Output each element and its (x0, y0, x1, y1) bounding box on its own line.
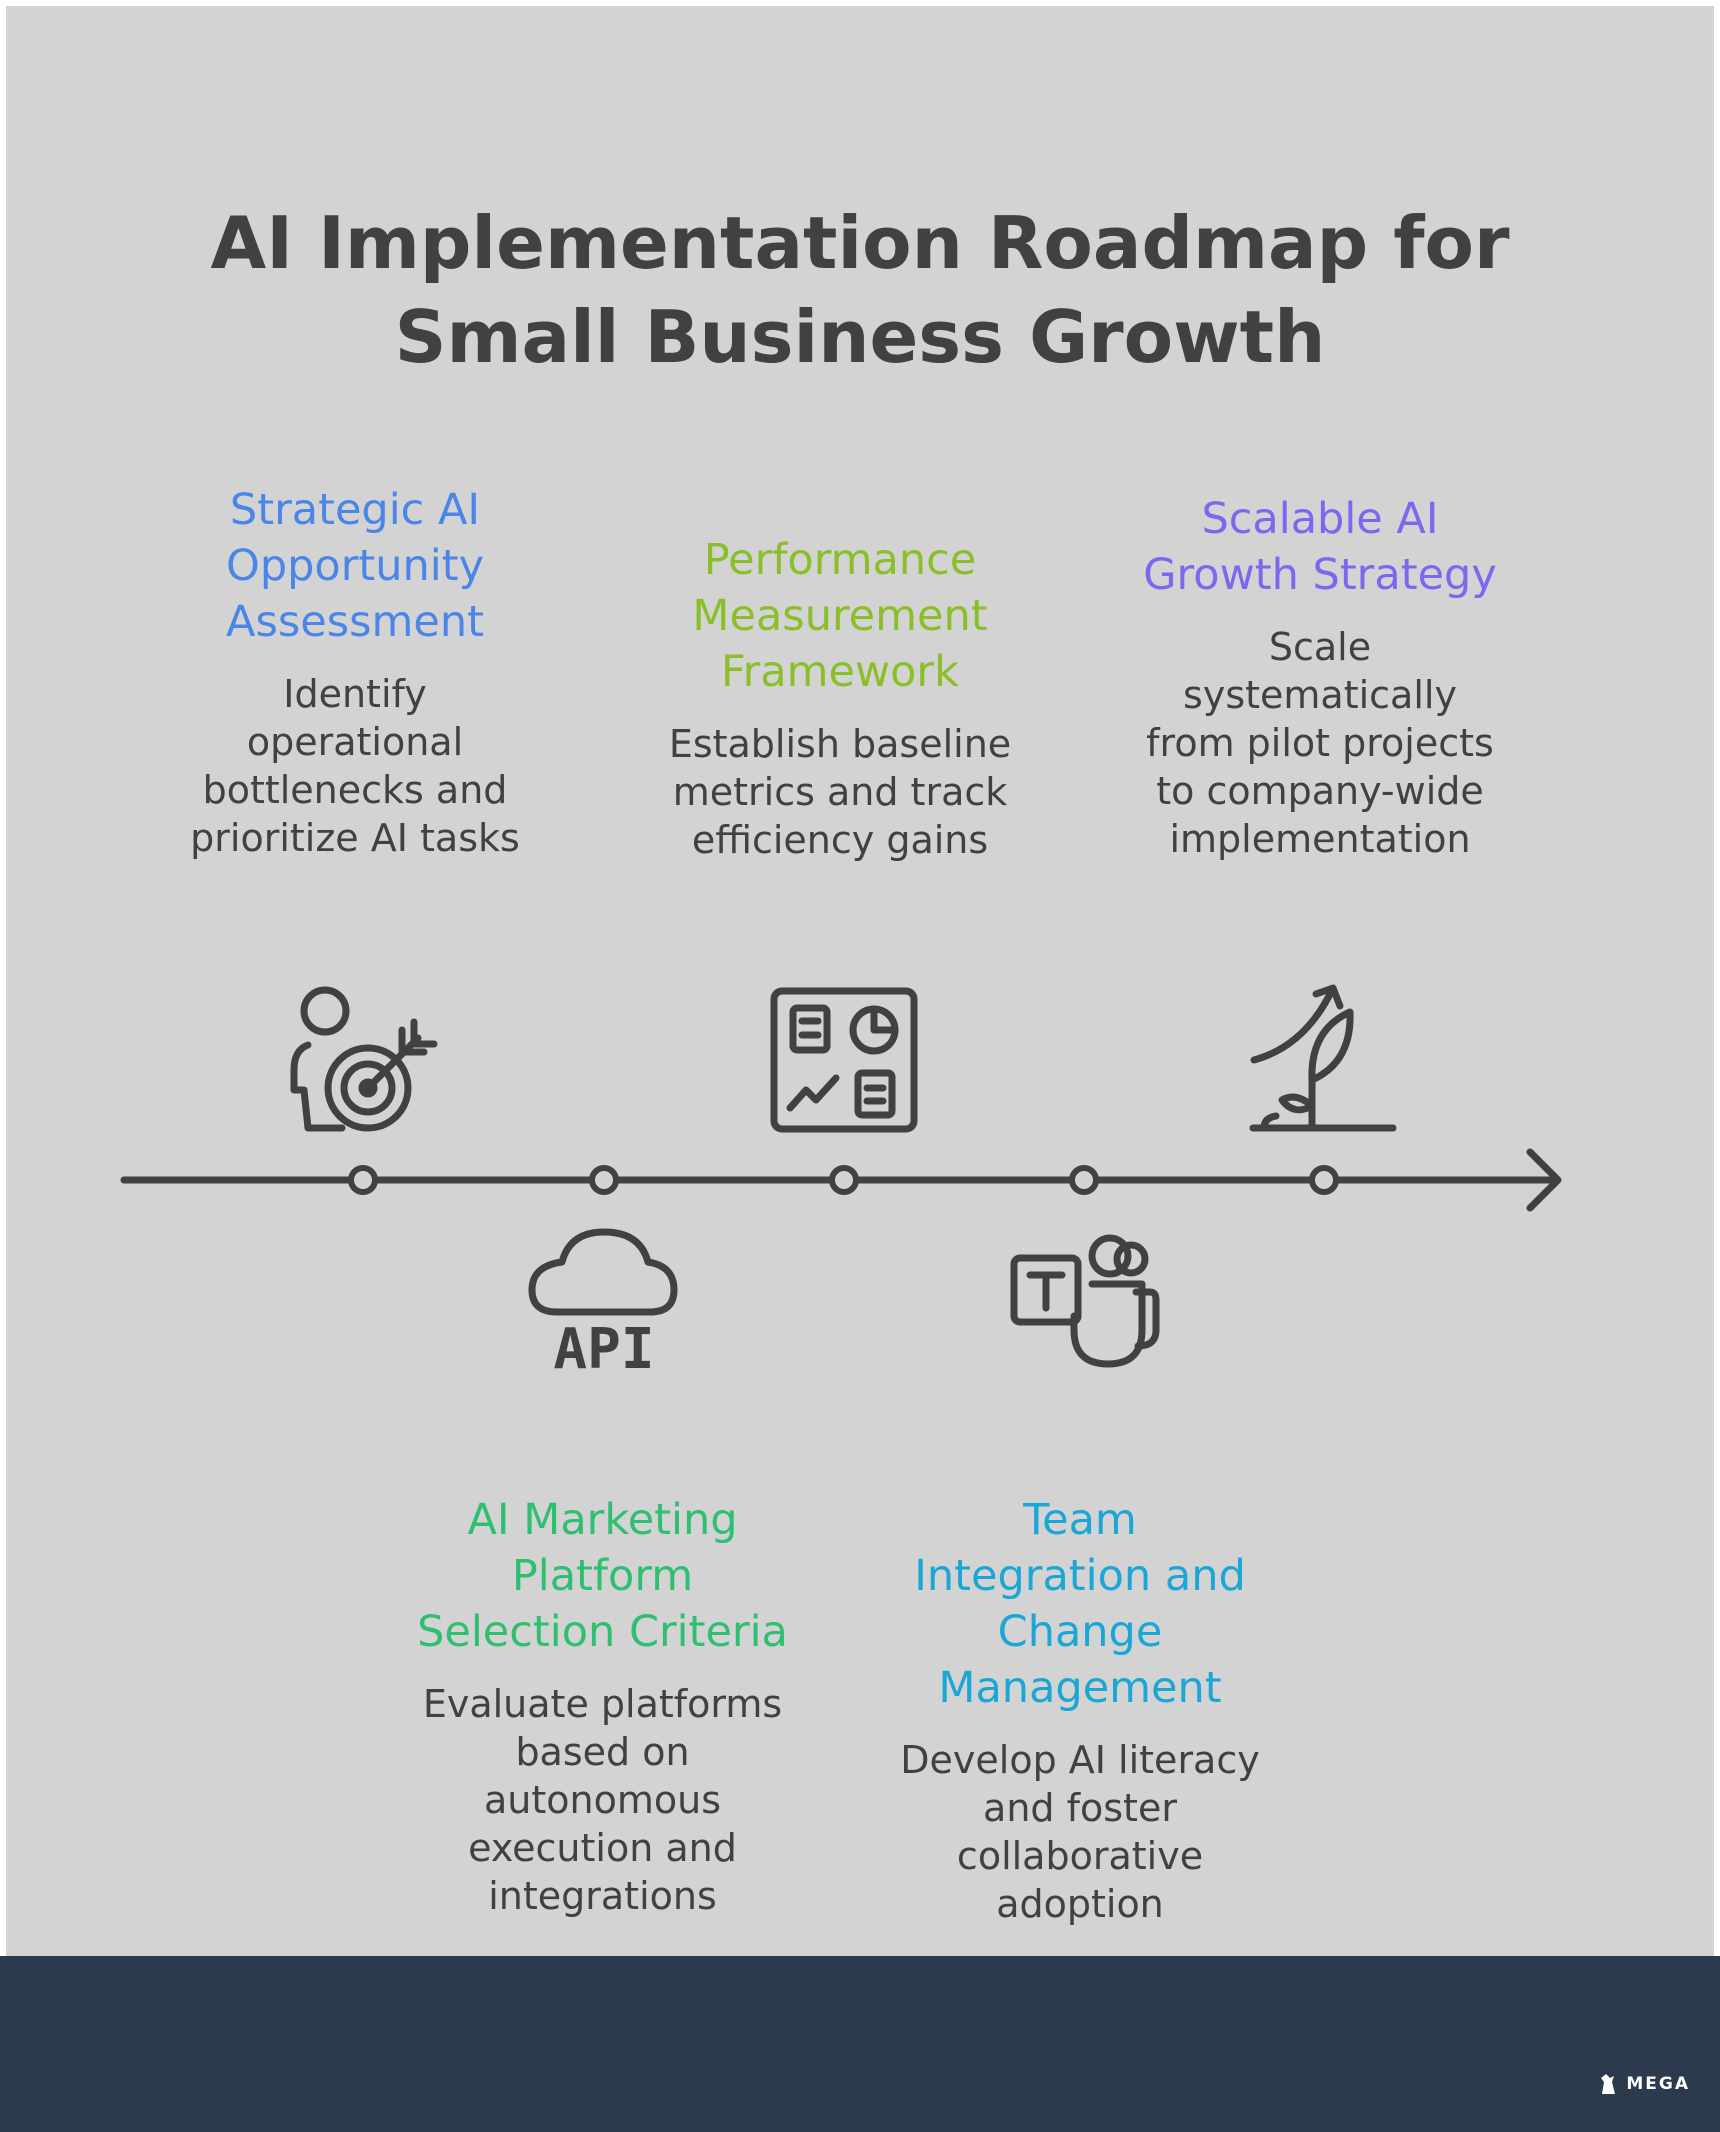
brand-mark-icon (1601, 2074, 1616, 2094)
step-description: Evaluate platforms based on autonomous e… (422, 1682, 783, 1918)
timeline-node-4 (1069, 1165, 1099, 1195)
diagram-canvas (6, 6, 1714, 1956)
step-platform-selection: AI Marketing Platform Selection Criteria… (415, 1492, 790, 1920)
brand-name: MEGA (1626, 2074, 1690, 2094)
teams-icon (1010, 1234, 1160, 1368)
brand-logo: MEGA (1598, 2072, 1690, 2096)
step-description: Identify operational bottlenecks and pri… (190, 672, 520, 860)
timeline-node-3 (829, 1165, 859, 1195)
step-heading: Strategic AI Opportunity Assessment (225, 485, 485, 647)
dashboard-icon (770, 987, 918, 1133)
step-heading: AI Marketing Platform Selection Criteria (417, 1495, 788, 1657)
api-icon-label: API (553, 1317, 654, 1382)
timeline-node-2 (589, 1165, 619, 1195)
step-description: Scale systematically from pilot projects… (1146, 625, 1494, 861)
step-scalable-growth: Scalable AI Growth Strategy Scale system… (1140, 491, 1500, 863)
timeline-node-1 (348, 1165, 378, 1195)
growth-plant-icon (1249, 984, 1397, 1132)
step-team-integration: Team Integration and Change Management D… (900, 1492, 1260, 1928)
step-description: Develop AI literacy and foster collabora… (900, 1738, 1260, 1926)
timeline-node-5 (1309, 1165, 1339, 1195)
page-title: AI Implementation Roadmap for Small Busi… (210, 201, 1510, 379)
cloud-api-icon (528, 1228, 678, 1316)
step-heading: Team Integration and Change Management (914, 1495, 1246, 1713)
timeline-arrowhead (1526, 1148, 1562, 1212)
step-strategic-assessment: Strategic AI Opportunity Assessment Iden… (185, 482, 525, 862)
person-target-icon (290, 986, 438, 1132)
step-heading: Performance Measurement Framework (692, 535, 988, 697)
step-description: Establish baseline metrics and track eff… (668, 722, 1012, 862)
footer-bar: MEGA (0, 1956, 1720, 2132)
step-heading: Scalable AI Growth Strategy (1143, 494, 1497, 600)
step-performance-framework: Performance Measurement Framework Establ… (660, 532, 1020, 864)
